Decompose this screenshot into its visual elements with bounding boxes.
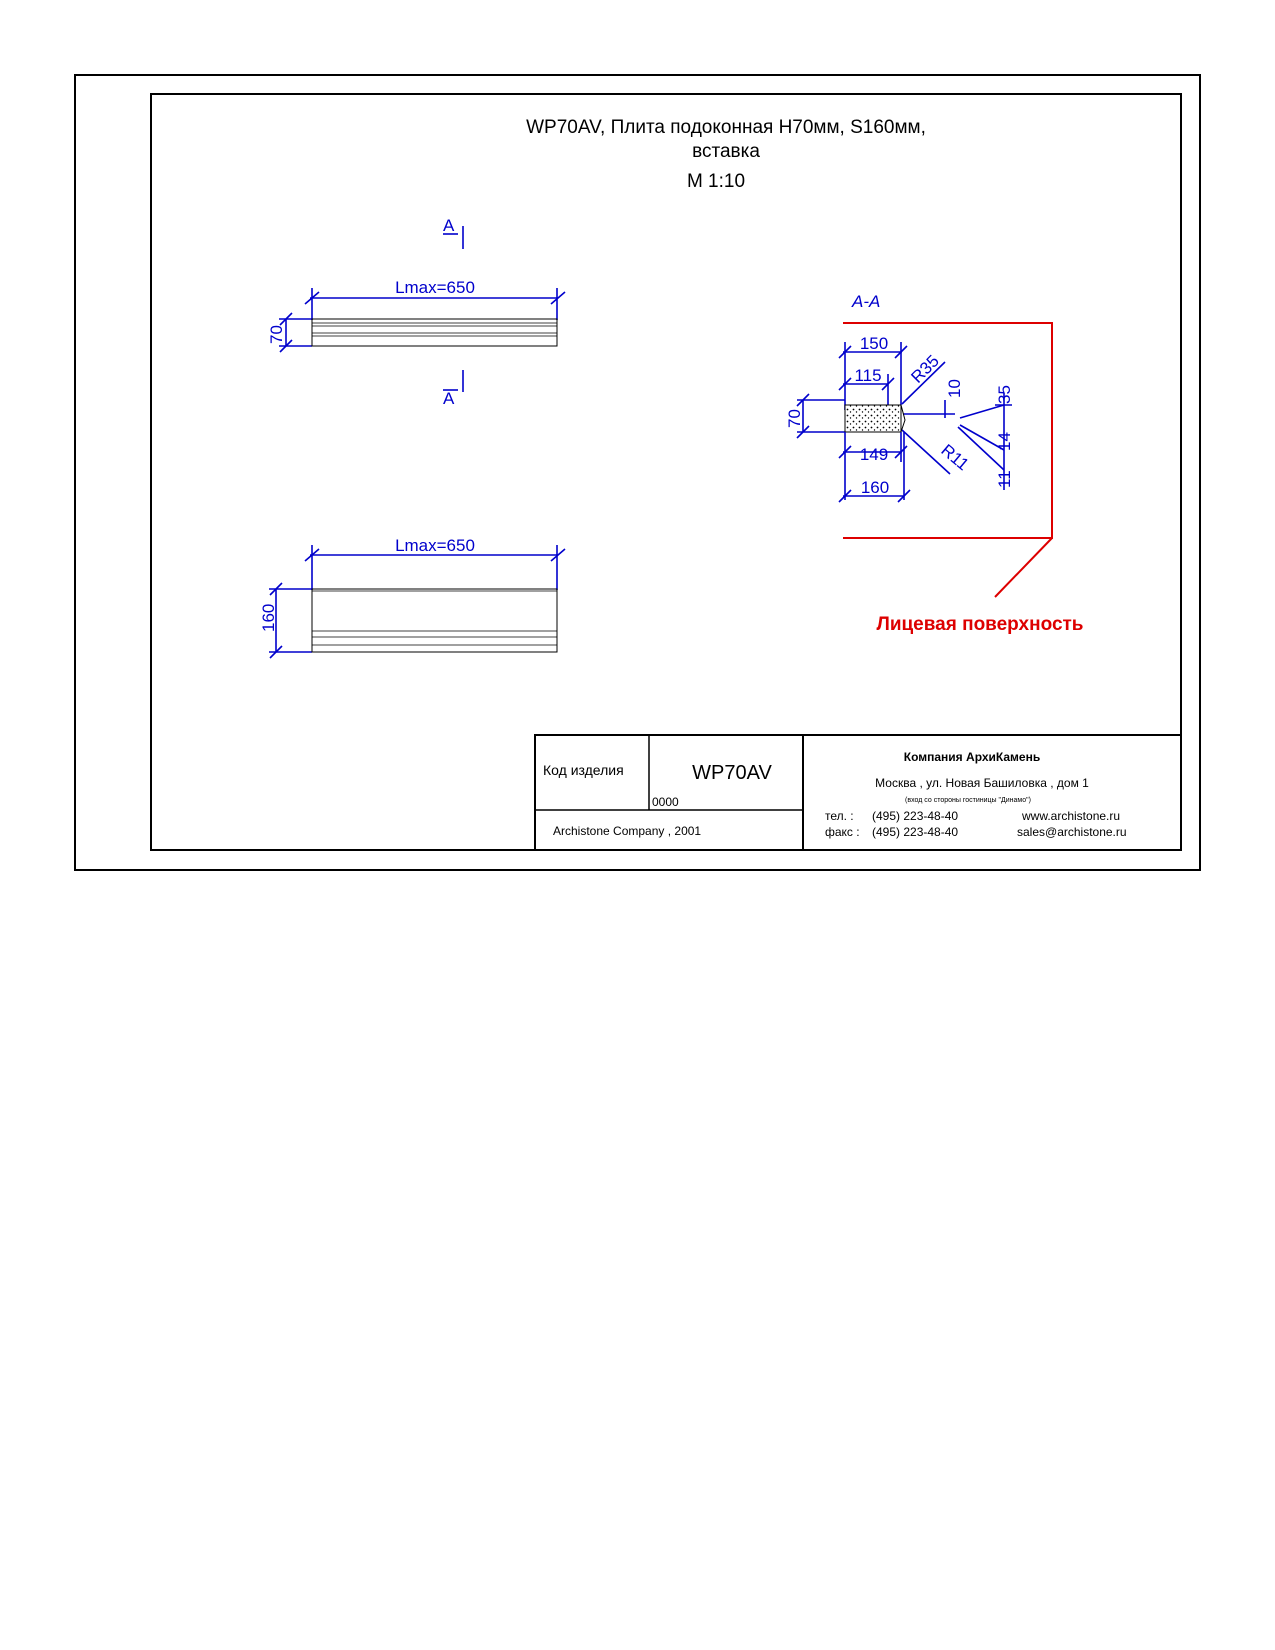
- tel-label: тел. :: [825, 809, 854, 823]
- face-surface-label: Лицевая поверхность: [876, 614, 1083, 635]
- outer-frame: [74, 74, 1201, 871]
- copyright: Archistone Company , 2001: [553, 824, 701, 838]
- section-mark-top: A: [443, 216, 455, 235]
- product-code-label: Код изделия: [543, 762, 624, 778]
- section-mark-bottom: A: [443, 389, 455, 408]
- section-label: A-A: [851, 292, 880, 311]
- website: www.archistone.ru: [1021, 809, 1120, 823]
- title-block: Код изделия WP70AV 0000 Archistone Compa…: [534, 734, 1182, 851]
- elevation-part: [311, 318, 558, 347]
- tel-value: (495) 223-48-40: [872, 809, 958, 823]
- elevation-length-label: Lmax=650: [395, 278, 475, 297]
- dim-149: 149: [860, 445, 888, 464]
- dim-115: 115: [854, 366, 881, 385]
- drawing-subtitle: вставка: [692, 141, 760, 162]
- drawing-title: WP70AV, Плита подоконная H70мм, S160мм,: [526, 117, 926, 138]
- face-surface-outline: [843, 322, 1053, 539]
- plan-length-label: Lmax=650: [395, 536, 475, 555]
- fax-label: факс :: [825, 825, 860, 839]
- section-profile: [844, 404, 902, 433]
- drawing-scale: M 1:10: [687, 171, 745, 192]
- company-name: Компания АрхиКамень: [904, 750, 1040, 764]
- plan-part: [311, 588, 558, 653]
- email: sales@archistone.ru: [1017, 825, 1127, 839]
- product-code-sub: 0000: [652, 795, 679, 809]
- dim-35: 35: [995, 385, 1014, 404]
- company-address: Москва , ул. Новая Башиловка , дом 1: [875, 776, 1089, 790]
- radius-r35: R35: [907, 351, 942, 386]
- dim-11: 11: [995, 470, 1014, 488]
- inner-frame: [150, 93, 1182, 851]
- company-address-note: (вход со стороны гостиницы "Динамо"): [905, 797, 1031, 804]
- fax-value: (495) 223-48-40: [872, 825, 958, 839]
- elevation-view: A A Lmax=650 70: [267, 216, 566, 408]
- dim-150: 150: [860, 334, 888, 353]
- dim-160: 160: [861, 478, 889, 497]
- dim-70: 70: [785, 409, 804, 428]
- section-view: A-A 150 115 R35 10 35 14 11: [785, 292, 1084, 635]
- dim-10: 10: [945, 379, 964, 398]
- product-code-value: WP70AV: [692, 762, 772, 784]
- elevation-height-label: 70: [267, 325, 286, 344]
- plan-width-label: 160: [259, 604, 278, 632]
- plan-view: Lmax=650 160: [259, 536, 566, 659]
- dim-14: 14: [995, 432, 1014, 451]
- radius-r11: R11: [937, 441, 972, 475]
